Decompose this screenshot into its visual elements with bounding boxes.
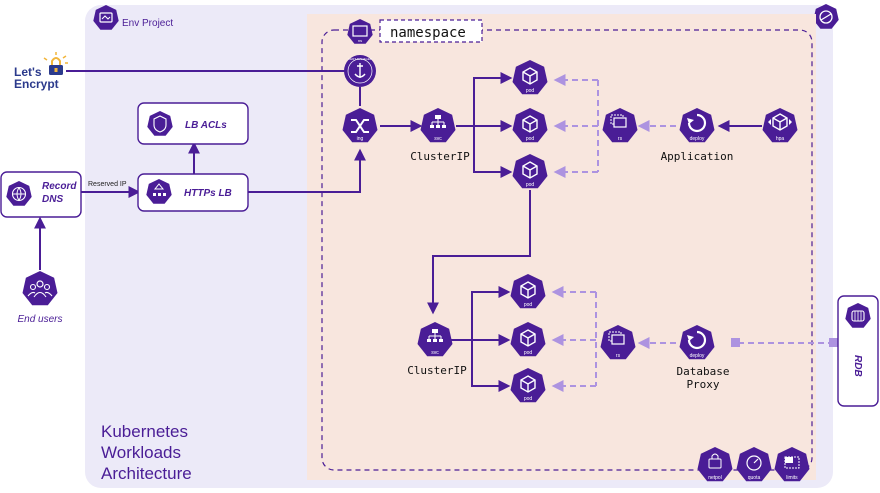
- replicaset-node-bottom[interactable]: rs: [600, 325, 636, 360]
- service-top-label: svc: [434, 136, 442, 142]
- quota-icon[interactable]: quota: [736, 447, 772, 482]
- clusterip-top-label: ClusterIP: [410, 150, 470, 163]
- edge-lb-ing: [247, 148, 366, 193]
- cloud-provider-icon: [813, 4, 839, 29]
- pod-top-1[interactable]: pod: [512, 60, 548, 95]
- namespace-label: namespace: [390, 25, 466, 41]
- letsencrypt-line-1: Let's: [14, 65, 42, 79]
- namespace-boundary: [321, 29, 813, 471]
- pod-top-3-label: pod: [526, 182, 535, 188]
- service-node-top[interactable]: svc: [420, 108, 456, 143]
- deployment-node-db-proxy[interactable]: deploy: [679, 325, 715, 360]
- namespace-area: [307, 14, 816, 480]
- title-line-3: Architecture: [101, 464, 192, 483]
- edges-dashed: [551, 74, 834, 392]
- replicaset-node-top[interactable]: rs: [602, 108, 638, 143]
- end-users-icon[interactable]: [22, 271, 58, 306]
- clusterip-bottom-label: ClusterIP: [407, 364, 467, 377]
- end-users-label: End users: [17, 314, 62, 325]
- edges-solid: [34, 70, 762, 392]
- pod-bottom-1-label: pod: [524, 302, 533, 308]
- record-dns-box[interactable]: Record DNS: [0, 171, 82, 218]
- title-line-2: Workloads: [101, 443, 181, 462]
- pod-bottom-1[interactable]: pod: [510, 274, 546, 309]
- pod-bottom-2-label: pod: [524, 350, 533, 356]
- hpa-node[interactable]: hpa: [762, 108, 798, 143]
- record-dns-label-1: Record: [42, 181, 77, 192]
- title-line-1: Kubernetes: [101, 422, 188, 441]
- netpol-icon[interactable]: netpol: [697, 447, 733, 482]
- application-label: Application: [661, 150, 734, 163]
- replicaset-top-label: rs: [618, 136, 623, 142]
- pod-top-2-label: pod: [526, 136, 535, 142]
- letsencrypt-logo: Let's Encrypt: [14, 52, 68, 91]
- pod-top-2[interactable]: pod: [512, 108, 548, 143]
- rdb-connector-left: [731, 338, 740, 347]
- rdb-connector-right: [829, 338, 838, 347]
- hpa-label: hpa: [776, 136, 785, 142]
- limits-icon[interactable]: limits: [774, 447, 810, 482]
- pod-bottom-3[interactable]: pod: [510, 368, 546, 403]
- record-dns-label-2: DNS: [42, 194, 63, 205]
- deployment-application-label: deploy: [690, 136, 705, 142]
- env-project-label: Env Project: [122, 18, 173, 29]
- pod-top-1-label: pod: [526, 88, 535, 94]
- reserved-ip-label: Reserved IP: [88, 181, 127, 188]
- https-lb-box[interactable]: HTTPs LB: [137, 173, 249, 212]
- service-node-bottom[interactable]: svc: [417, 322, 453, 357]
- netpol-label: netpol: [708, 475, 722, 481]
- limits-label: limits: [786, 475, 798, 481]
- db-proxy-label-1: Database: [677, 365, 730, 378]
- lb-acls-label: LB ACLs: [185, 120, 227, 131]
- cert-manager-arc-text: CERT MANAGER: [348, 57, 373, 61]
- service-bottom-label: svc: [431, 350, 439, 356]
- namespace-label-box: [379, 19, 483, 43]
- rdb-label: RDB: [852, 355, 863, 377]
- replicaset-bottom-label: rs: [616, 353, 621, 359]
- edge-pod-svc2: [427, 190, 531, 315]
- namespace-icon: ns: [347, 19, 373, 44]
- cert-manager-icon[interactable]: CERT MANAGER: [344, 55, 376, 87]
- deployment-db-proxy-label: deploy: [690, 353, 705, 359]
- pod-top-3[interactable]: pod: [512, 154, 548, 189]
- namespace-badge: ns: [358, 38, 362, 43]
- ingress-node[interactable]: ing: [342, 108, 378, 143]
- pod-bottom-2[interactable]: pod: [510, 322, 546, 357]
- env-project-icon: [93, 5, 119, 30]
- letsencrypt-line-2: Encrypt: [14, 77, 59, 91]
- quota-label: quota: [748, 475, 761, 481]
- pod-bottom-3-label: pod: [524, 396, 533, 402]
- deployment-node-application[interactable]: deploy: [679, 108, 715, 143]
- lb-acls-box[interactable]: LB ACLs: [137, 102, 249, 145]
- https-lb-label: HTTPs LB: [184, 188, 232, 199]
- db-proxy-label-2: Proxy: [686, 378, 719, 391]
- rdb-box[interactable]: RDB: [837, 295, 879, 407]
- ingress-label: ing: [357, 136, 364, 142]
